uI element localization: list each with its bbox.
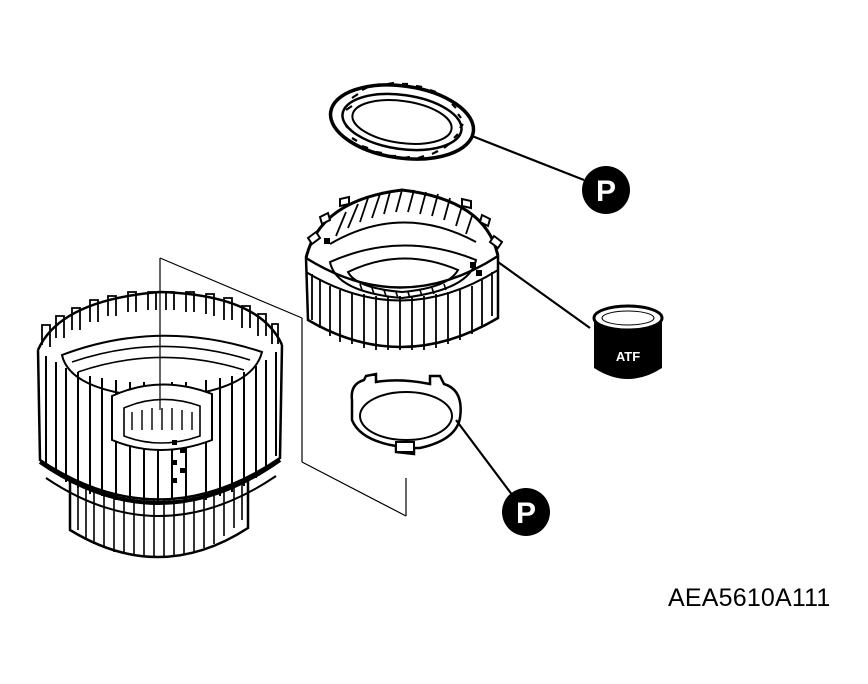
- thrust-bearing: [328, 81, 476, 161]
- leader-line-snap-ring: [455, 419, 517, 501]
- leader-lines: [455, 134, 591, 501]
- callout-letter: P: [596, 175, 616, 208]
- alignment-guide-lines: [159, 257, 407, 517]
- figure-code: AEA5610A111: [668, 584, 831, 612]
- callout-replace-part-bearing: P: [582, 166, 630, 214]
- atf-label: ATF: [616, 349, 640, 364]
- atf-container-icon: ATF: [592, 304, 664, 379]
- leader-line-bearing: [471, 134, 585, 182]
- internal-gear: [304, 188, 504, 350]
- callout-letter: P: [516, 497, 536, 530]
- clutch-drum-assembly: [36, 257, 407, 559]
- callout-replace-part-snap-ring: P: [502, 488, 550, 536]
- snap-ring: [350, 372, 462, 456]
- leader-line-gear: [497, 261, 591, 329]
- drum-body: [36, 290, 284, 517]
